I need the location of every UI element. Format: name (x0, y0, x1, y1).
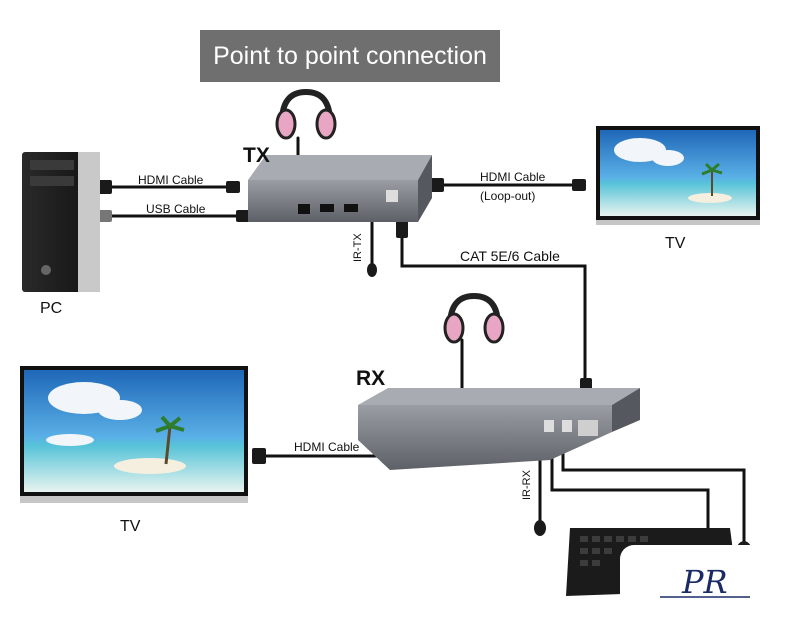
cat-cable-label: CAT 5E/6 Cable (460, 248, 560, 264)
usb-cable-pc-label: USB Cable (146, 202, 206, 216)
ir-rx-label: IR-RX (521, 469, 533, 500)
hdmi-cable-pc-label: HDMI Cable (138, 173, 204, 187)
pr-logo-icon: PR (660, 563, 750, 601)
ir-tx-label: IR-TX (352, 233, 364, 262)
usb-cable-keyboard (550, 438, 710, 530)
svg-text:PR: PR (681, 563, 728, 601)
tv-bottom (20, 366, 248, 503)
tx-label: TX (243, 144, 270, 167)
tv-top (596, 126, 760, 225)
headphone-tx-icon (275, 88, 337, 140)
cat-cable (400, 230, 587, 382)
rx-extender (358, 388, 640, 470)
pc-label: PC (40, 300, 62, 317)
hdmi-cable-loop-label: HDMI Cable (480, 170, 546, 184)
loop-out-label: (Loop-out) (480, 189, 535, 203)
tx-extender (248, 155, 432, 222)
rx-label: RX (356, 367, 385, 390)
page-title: Point to point connection (213, 42, 487, 70)
tv-top-label: TV (665, 235, 686, 252)
logo-area: PR (620, 545, 802, 617)
pc-tower (22, 152, 100, 292)
hdmi-cable-rx-label: HDMI Cable (294, 440, 360, 454)
usb-cable-mouse (561, 438, 746, 548)
tv-bottom-label: TV (120, 518, 141, 535)
title-banner (200, 30, 500, 82)
headphone-rx-icon (443, 292, 505, 344)
